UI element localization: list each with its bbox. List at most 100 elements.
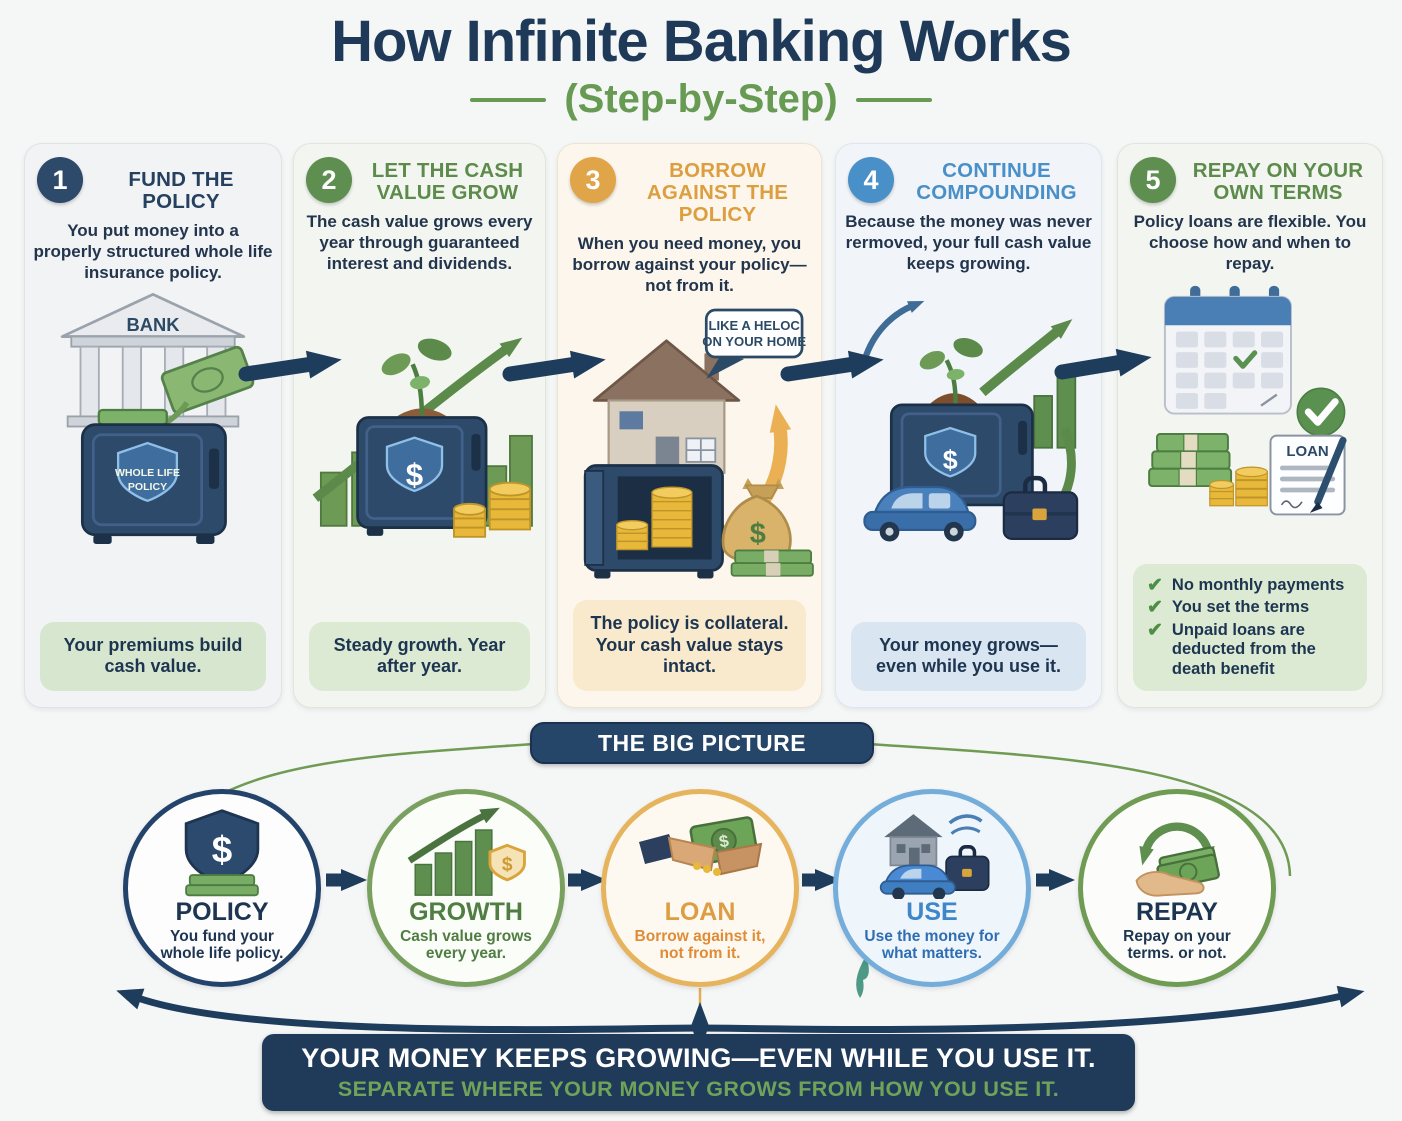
- summary-line-1: YOUR MONEY KEEPS GROWING—EVEN WHILE YOU …: [301, 1043, 1096, 1073]
- step-2-note: Steady growth. Year after year.: [309, 621, 530, 691]
- step-3-illustration: $ LIKE A HELOC ON YOUR HOME: [558, 301, 821, 583]
- house-icon: [884, 814, 943, 867]
- circle-caption: Cash value grows every year.: [400, 928, 532, 963]
- swoosh: [950, 826, 981, 835]
- subtitle-dash-left: [470, 97, 547, 102]
- step-3-number-badge: 3: [570, 157, 616, 203]
- circle-label: POLICY: [175, 898, 269, 926]
- step-1-illustration: BANK: [25, 287, 281, 555]
- step-1-description: You put money into a properly structured…: [33, 221, 273, 282]
- big-picture-circle-repay: REPAY Repay on your terms. or not.: [1078, 789, 1276, 987]
- big-picture-circle-use: USE Use the money for what matters.: [833, 789, 1031, 987]
- handshake-cash-icon: $: [639, 816, 763, 876]
- loan-document-icon: LOAN: [1269, 435, 1346, 516]
- step-3-description: When you need money, you borrow against …: [572, 234, 807, 295]
- calendar-check: [1233, 350, 1258, 370]
- big-picture-banner: THE BIG PICTURE: [530, 722, 874, 764]
- step-5-illustration: LOAN: [1118, 278, 1382, 516]
- step-2-number-badge: 2: [306, 157, 352, 203]
- repay-hand-icon: [1135, 822, 1220, 897]
- sleeve: [639, 834, 677, 864]
- step-1-number-badge: 1: [37, 157, 83, 203]
- cash-on-safe: [97, 409, 168, 427]
- heloc-callout-line1: LIKE A HELOC: [708, 318, 800, 333]
- signature: [1280, 500, 1303, 509]
- step-3-title: BORROW AGAINST THE POLICY: [646, 159, 789, 227]
- hand-left: [667, 836, 717, 872]
- checklist-item-text: No monthly payments: [1171, 575, 1345, 594]
- swoosh: [948, 814, 983, 825]
- borrow-illustration: $ LIKE A HELOC ON YOUR HOME: [583, 308, 814, 579]
- briefcase-icon: [1002, 476, 1079, 541]
- growth-safe-illustration: $: [312, 338, 533, 539]
- step-4-description: Because the money was never rermoved, yo…: [845, 212, 1092, 273]
- gold-coins-icon: [453, 482, 532, 539]
- big-picture-circle-policy: $ POLICY You fund your whole life policy…: [123, 789, 321, 987]
- checklist-item: ✔ No monthly payments: [1147, 574, 1357, 596]
- pen-icon: [1309, 437, 1347, 514]
- checklist-item: ✔ You set the terms: [1147, 598, 1357, 617]
- circle-caption: Repay on your terms. or not.: [1123, 928, 1231, 963]
- dollar-sign: $: [406, 458, 423, 493]
- step-5-title: REPAY ON YOUR OWN TERMS: [1192, 159, 1364, 205]
- heloc-callout-line2: ON YOUR HOME: [702, 334, 806, 349]
- cash-stack-icon: [1148, 433, 1233, 488]
- step-card-4: 4 CONTINUE COMPOUNDING Because the money…: [835, 143, 1102, 708]
- step-5-checklist: ✔No monthly payments ✔You set the terms …: [1133, 563, 1367, 691]
- step-4-note: Your money grows—even while you use it.: [851, 621, 1086, 691]
- step-4-illustration: $: [836, 278, 1101, 546]
- circle-caption: You fund your whole life policy.: [160, 928, 284, 963]
- shield-icon: [116, 442, 179, 503]
- step-1-title: FUND THE POLICY: [128, 168, 234, 214]
- page-subtitle: (Step-by-Step): [564, 77, 838, 121]
- page-subtitle-row: (Step-by-Step): [0, 77, 1402, 122]
- step-2-title: LET THE CASH VALUE GROW: [371, 159, 524, 205]
- car-icon: [863, 486, 977, 542]
- step-5-number-badge: 5: [1130, 157, 1176, 203]
- policy-safe-icon: WHOLE LIFE POLICY: [80, 423, 227, 545]
- step-3-note: The policy is collateral. Your cash valu…: [573, 600, 806, 691]
- compounding-illustration: $: [861, 301, 1079, 542]
- safe-shield-label-line1: WHOLE LIFE: [115, 468, 180, 480]
- step-card-5: 5 REPAY ON YOUR OWN TERMS Policy loans a…: [1117, 143, 1383, 708]
- compounding-arrow: [979, 319, 1073, 397]
- house-icon: [592, 338, 741, 474]
- step-card-3: 3 BORROW AGAINST THE POLICY When you nee…: [557, 143, 822, 708]
- step-2-header: 2 LET THE CASH VALUE GROW: [294, 144, 545, 204]
- car-icon: [879, 864, 956, 899]
- bar-chart-icon: [1033, 372, 1077, 450]
- step-card-2: 2 LET THE CASH VALUE GROW The cash value…: [293, 143, 546, 708]
- house-car-briefcase-icon: [879, 814, 990, 899]
- dollar-sign: $: [718, 831, 731, 851]
- step-1-header: 1 FUND THE POLICY: [25, 144, 281, 213]
- sprout-icon: [381, 339, 452, 420]
- step-5-header: 5 REPAY ON YOUR OWN TERMS: [1118, 144, 1382, 204]
- circle-label: LOAN: [664, 898, 736, 926]
- step-1-note: Your premiums build cash value.: [40, 621, 266, 691]
- check-icon: ✔: [1147, 574, 1163, 596]
- big-picture-circle-growth: $ GROWTH Cash value grows every year.: [367, 789, 565, 987]
- check-icon: ✔: [1147, 619, 1163, 641]
- checklist-item-text: You set the terms: [1171, 598, 1310, 617]
- header: How Infinite Banking Works (Step-by-Step…: [0, 8, 1402, 122]
- gold-coins-icon: [1209, 467, 1268, 507]
- circle-caption: Borrow against it, not from it.: [634, 928, 766, 963]
- dollar-sign: $: [750, 518, 766, 550]
- refresh-arrows: [1139, 822, 1215, 866]
- step-4-header: 4 CONTINUE COMPOUNDING: [836, 144, 1101, 204]
- cash-value-safe-icon: $: [356, 416, 488, 537]
- check-icon: ✔: [1147, 597, 1163, 619]
- dollar-sign: $: [212, 829, 232, 870]
- check-circle-icon: [1296, 387, 1346, 437]
- inflow-arrow: [861, 301, 925, 362]
- dollar-sign: $: [943, 446, 958, 476]
- circle-label: REPAY: [1136, 898, 1218, 926]
- dollar-sign: $: [502, 854, 513, 875]
- step-3-header: 3 BORROW AGAINST THE POLICY: [558, 144, 821, 226]
- checklist-item-text: Unpaid loans are deducted from the death…: [1171, 620, 1316, 678]
- shield-icon: [924, 427, 977, 478]
- step-4-number-badge: 4: [848, 157, 894, 203]
- open-safe-icon: [583, 463, 724, 579]
- shield-icon: [385, 436, 444, 493]
